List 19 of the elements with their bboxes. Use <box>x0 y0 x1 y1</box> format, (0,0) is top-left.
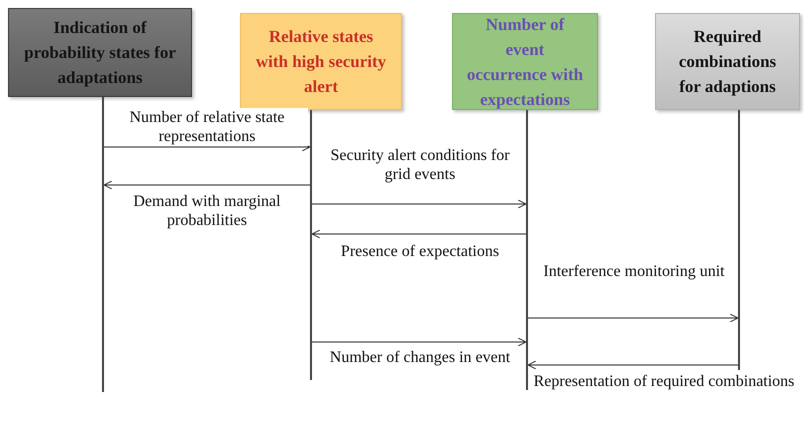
arrow <box>104 180 310 190</box>
lifeline <box>102 97 104 392</box>
participant-label: Required combinations for adaptions <box>678 26 778 98</box>
arrow <box>312 230 526 238</box>
arrow <box>528 314 738 322</box>
participant-box <box>8 8 192 97</box>
lifeline <box>526 110 528 390</box>
arrow <box>312 200 526 208</box>
participant-label: Indication of probability states for adaptations <box>23 17 177 89</box>
arrow <box>528 360 738 370</box>
participant-box <box>655 13 800 110</box>
participant-label: Number of event occurrence with expectations <box>466 14 584 111</box>
lifeline <box>310 110 312 380</box>
edge-label: Representation of required combinations <box>533 372 795 391</box>
participant-label: Relative states with high security alert <box>254 26 388 98</box>
arrow <box>312 338 526 346</box>
lifeline <box>738 110 740 370</box>
participant-box <box>452 13 598 110</box>
participant-box <box>240 13 402 110</box>
